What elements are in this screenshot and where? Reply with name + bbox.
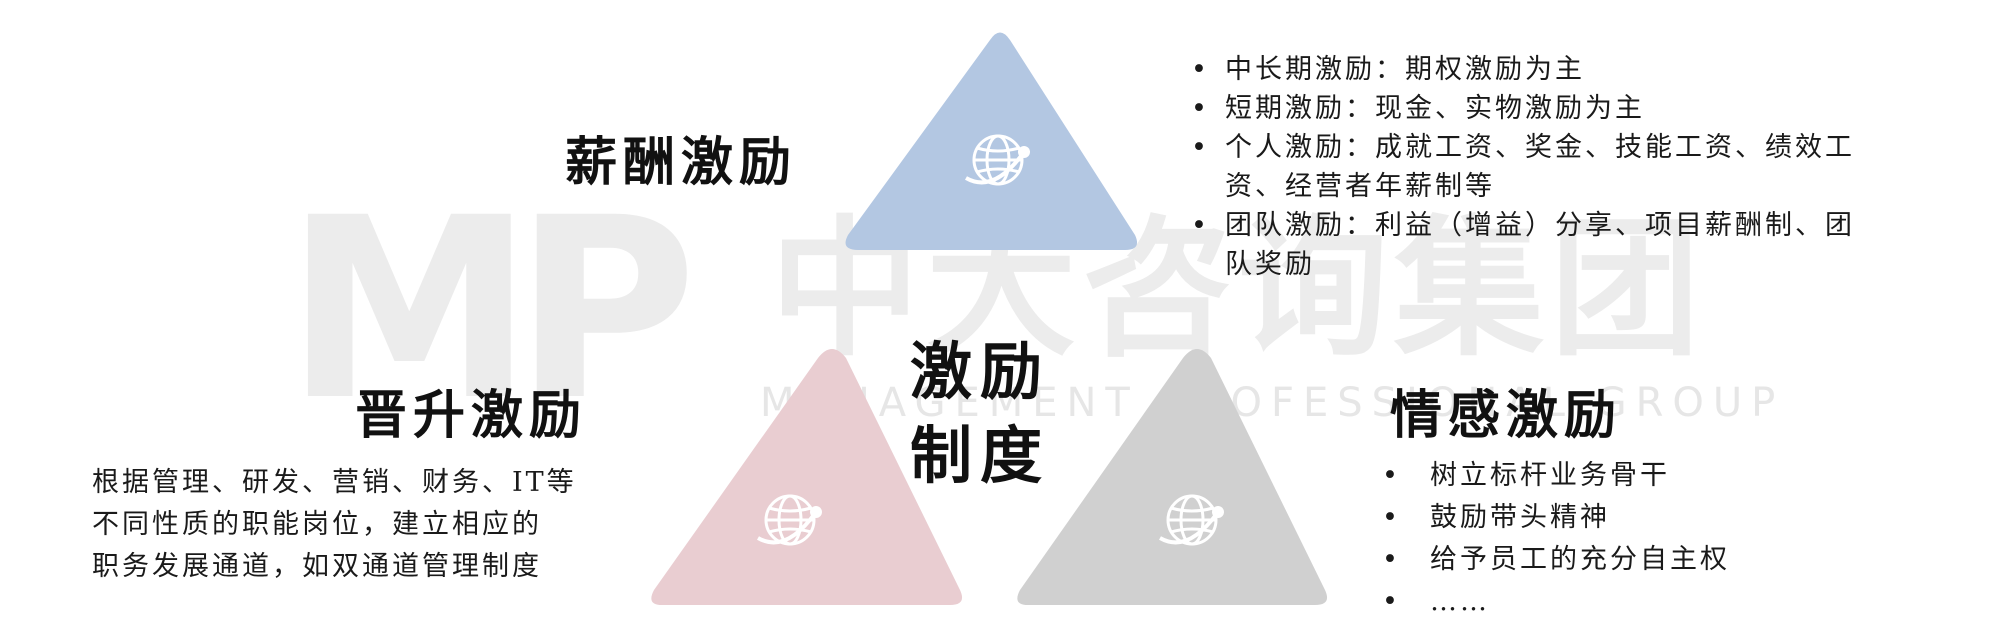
center-title-line2: 制度 xyxy=(910,419,1051,492)
list-item: •短期激励：现金、实物激励为主 xyxy=(1191,93,1645,124)
watermark-tagline: MANAGEMENT PROFESSIONAL GROUP xyxy=(760,380,1785,426)
promotion-description-line: 根据管理、研发、营销、财务、IT等 xyxy=(92,467,577,498)
emotion-triangle xyxy=(1017,349,1328,605)
center-title: 激励 制度 xyxy=(910,330,1050,498)
list-item: •个人激励：成就工资、奖金、技能工资、绩效工资、经营者年薪制等 xyxy=(1191,132,1855,202)
list-item: •…… xyxy=(1382,586,1490,617)
salary-list: •中长期激励：期权激励为主 •短期激励：现金、实物激励为主 •个人激励：成就工资… xyxy=(1191,50,1875,284)
promotion-description-line: 职务发展通道，如双通道管理制度 xyxy=(92,551,542,582)
promotion-description-line: 不同性质的职能岗位，建立相应的 xyxy=(92,509,542,540)
list-item: •树立标杆业务骨干 xyxy=(1382,460,1670,491)
promotion-heading: 晋升激励 xyxy=(355,385,588,446)
list-item: •鼓励带头精神 xyxy=(1382,502,1610,533)
list-item: •中长期激励：期权激励为主 xyxy=(1191,54,1585,85)
salary-heading: 薪酬激励 xyxy=(565,132,798,193)
promotion-description: 根据管理、研发、营销、财务、IT等 不同性质的职能岗位，建立相应的 职务发展通道… xyxy=(92,462,622,588)
emotion-heading: 情感激励 xyxy=(1390,385,1623,446)
center-title-line1: 激励 xyxy=(910,335,1051,408)
list-item: •给予员工的充分自主权 xyxy=(1382,544,1730,575)
emotion-list: •树立标杆业务骨干 •鼓励带头精神 •给予员工的充分自主权 •…… xyxy=(1382,455,1880,623)
watermark-logo: MP xyxy=(285,164,697,455)
list-item: •团队激励：利益（增益）分享、项目薪酬制、团队奖励 xyxy=(1191,210,1855,280)
promotion-triangle xyxy=(651,349,963,605)
